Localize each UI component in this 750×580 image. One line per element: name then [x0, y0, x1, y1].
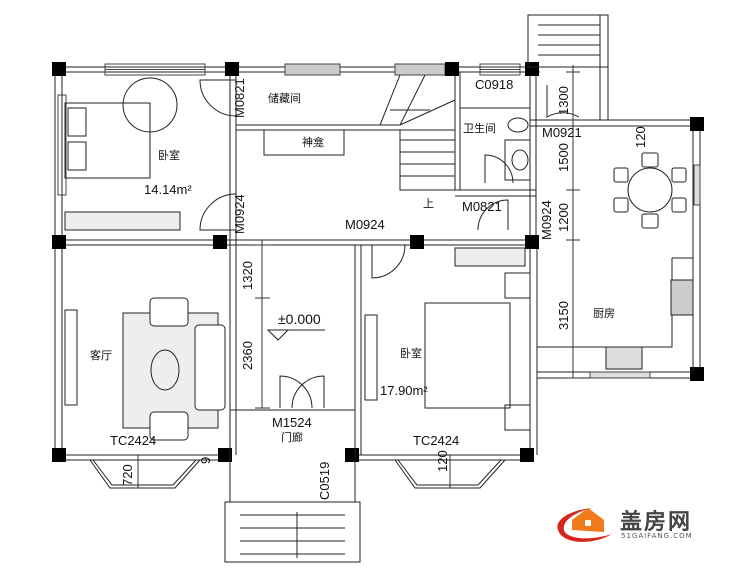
elevation-label: ±0.000 [278, 311, 321, 327]
room-label-shrine: 神龛 [302, 136, 324, 149]
dining-set [613, 152, 687, 229]
bed-2 [364, 247, 531, 431]
room-label-kitchen: 厨房 [593, 307, 615, 320]
door-label-m0924-right: M0924 [539, 200, 554, 240]
shrine-cabinet [263, 129, 345, 156]
dim-1500: 1500 [556, 143, 571, 172]
room-label-bedroom1: 卧室 [158, 149, 180, 162]
room-label-living: 客厅 [90, 349, 112, 362]
windows [57, 63, 701, 379]
area-bedroom2: 17.90m² [380, 383, 428, 398]
elevation-marker [266, 329, 290, 341]
dim-720: 720 [120, 464, 135, 486]
rear-stairs [527, 14, 609, 120]
bathroom-fixtures [504, 117, 531, 181]
room-label-porch: 门廊 [281, 431, 303, 444]
porch-stairs [224, 409, 361, 563]
window-label-c0519: C0519 [317, 461, 332, 500]
living-furniture [64, 297, 226, 441]
door-label-m0821: M0821 [232, 78, 247, 118]
window-label-c0918: C0918 [475, 77, 514, 92]
dim-3150: 3150 [556, 301, 571, 330]
door-label-m0924-mid: M0924 [345, 217, 385, 232]
kitchen-counters [537, 257, 694, 372]
window-label-tc2424-right: TC2424 [413, 433, 460, 448]
area-bedroom1: 14.14m² [144, 182, 192, 197]
door-label-m0924-left: M0924 [232, 194, 247, 234]
door-label-m0921: M0921 [542, 125, 582, 140]
staircase [379, 74, 456, 191]
doors [199, 79, 580, 409]
room-label-bathroom: 卫生间 [463, 122, 496, 135]
bed-1 [64, 77, 181, 231]
logo-text-en: 51GAIFANG.COM [621, 532, 693, 540]
dim-2360: 2360 [240, 341, 255, 370]
dim-1320: 1320 [240, 261, 255, 290]
door-label-m0821-bath: M0821 [462, 199, 502, 214]
room-label-storage: 储藏间 [268, 92, 301, 105]
stair-up-label: 上 [423, 197, 434, 210]
site-logo[interactable]: 盖房网 51GAIFANG.COM [552, 500, 722, 550]
dim-120-dining: 120 [633, 126, 648, 148]
dimension-lines [137, 65, 580, 488]
house-logo-icon [557, 508, 612, 542]
dim-120-bay: 120 [435, 450, 450, 472]
columns [52, 62, 704, 462]
dim-1300: 1300 [556, 86, 571, 115]
logo-text-cn: 盖房网 [620, 510, 693, 535]
window-label-tc2424-left: TC2424 [110, 433, 157, 448]
dim-9: 9 [198, 456, 213, 464]
door-label-m1524: M1524 [272, 415, 312, 430]
bay-windows [89, 459, 506, 489]
room-label-bedroom2: 卧室 [400, 347, 422, 360]
dim-1200: 1200 [556, 203, 571, 232]
